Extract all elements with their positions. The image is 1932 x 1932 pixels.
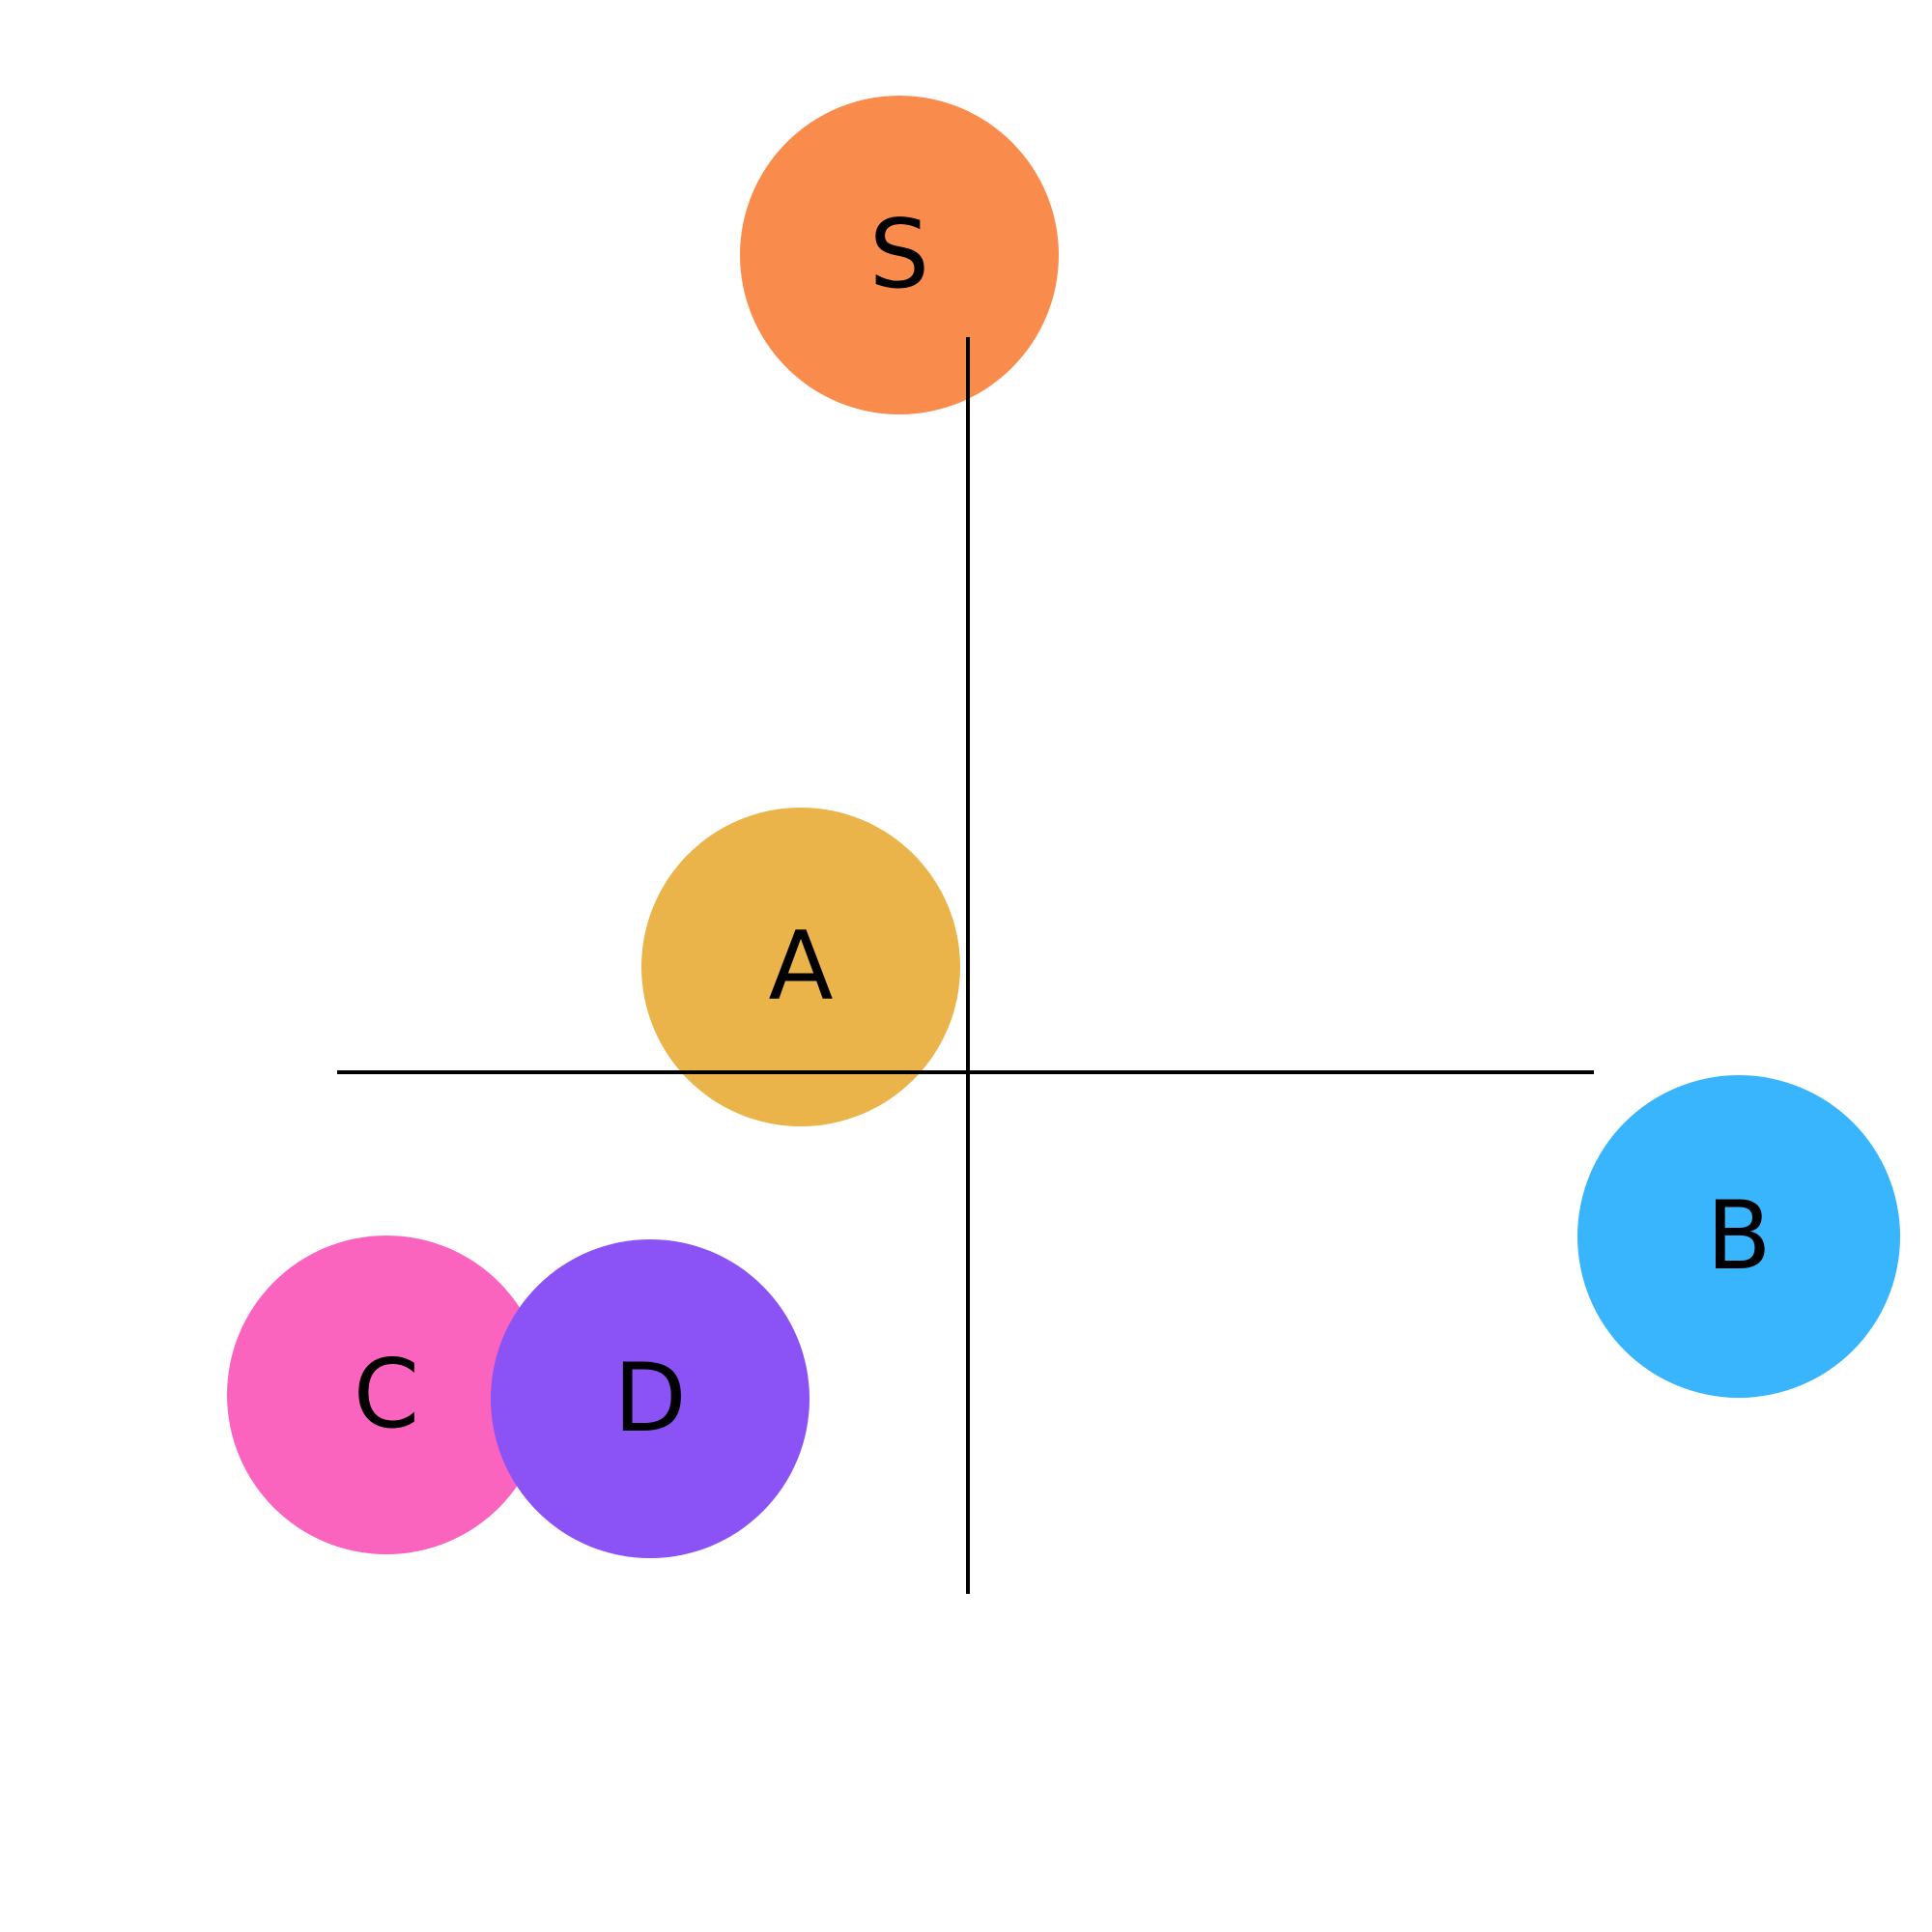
node-A: A: [641, 808, 960, 1126]
node-D: D: [491, 1239, 810, 1558]
node-B: B: [1577, 1075, 1900, 1398]
node-label-A: A: [768, 912, 834, 1022]
node-label-S: S: [868, 200, 930, 310]
horizontal-axis-line: [337, 1070, 1594, 1074]
node-S: S: [740, 96, 1059, 414]
node-label-C: C: [353, 1340, 420, 1450]
vertical-axis-line: [966, 337, 970, 1594]
node-label-D: D: [613, 1344, 687, 1454]
node-label-B: B: [1706, 1181, 1772, 1292]
